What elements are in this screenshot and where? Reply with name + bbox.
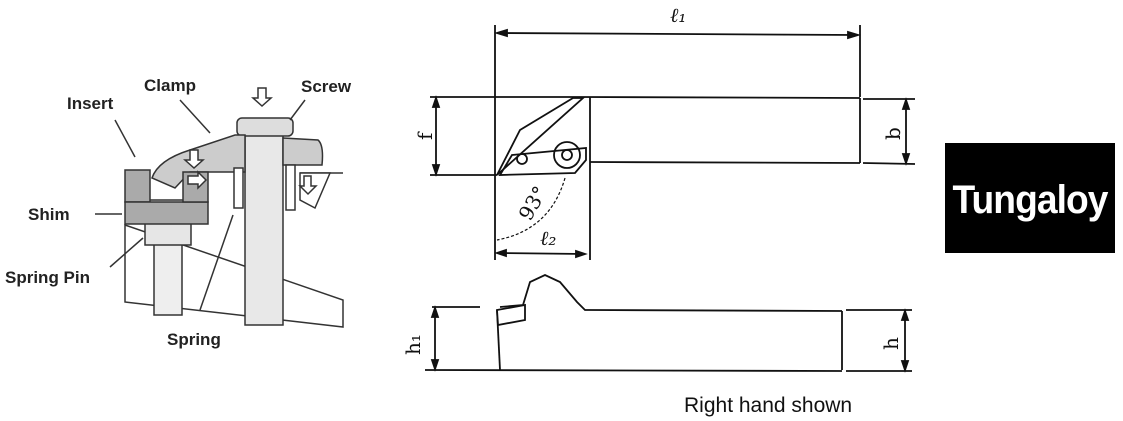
dim-f: f (413, 131, 437, 140)
dim-h: h (879, 337, 903, 350)
label-insert: Insert (67, 94, 114, 113)
label-spring-pin: Spring Pin (5, 268, 90, 287)
insert (124, 169, 151, 203)
top-view-drawing (424, 25, 916, 373)
head-outline (496, 97, 586, 176)
l1-dimension-line (496, 32, 859, 36)
l2-dimension-line (496, 252, 586, 255)
down-arrow-icon (251, 87, 273, 108)
label-spring: Spring (167, 330, 221, 349)
dim-b: b (881, 127, 905, 140)
right-arrow-icon (187, 170, 208, 190)
label-shim: Shim (28, 205, 70, 224)
right-hand-note: Right hand shown (684, 394, 852, 417)
insert-outline (498, 147, 587, 176)
dim-l1: ℓ₁ (670, 3, 686, 27)
dim-h1: h₁ (401, 334, 425, 355)
dim-l2: ℓ₂ (540, 226, 556, 250)
clamp-body (151, 134, 324, 189)
down-arrow-icon (298, 175, 318, 196)
tungaloy-logo: Tungaloy (945, 143, 1115, 253)
logo-text: Tungaloy (953, 178, 1110, 222)
angle-arc (496, 177, 566, 241)
screw-head (236, 117, 294, 137)
shim (124, 201, 209, 225)
dim-angle: 93° (514, 182, 553, 225)
spring-left (233, 167, 244, 209)
down-arrow-icon (183, 149, 205, 170)
clamp-assembly-drawing (95, 87, 344, 328)
screw-shaft (244, 134, 284, 326)
label-screw: Screw (301, 77, 352, 96)
label-clamp: Clamp (144, 76, 196, 95)
spring-right (285, 164, 296, 211)
